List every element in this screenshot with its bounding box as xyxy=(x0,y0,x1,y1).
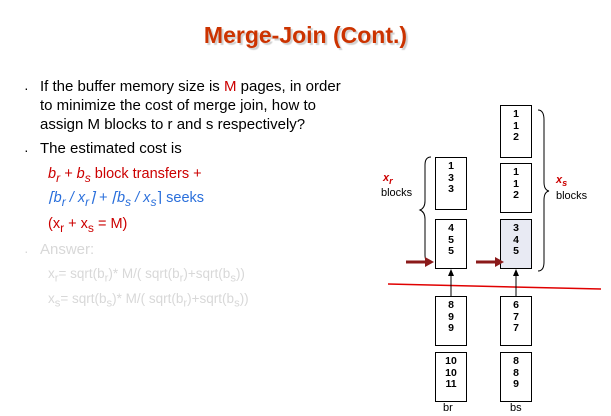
s-block-value: 2 xyxy=(513,131,519,143)
bullet-1-text-cont: pages, in order xyxy=(236,78,341,95)
s-block-value: 1 xyxy=(513,177,519,190)
s-block-value: 7 xyxy=(513,322,519,334)
r-block-value: 9 xyxy=(448,310,454,323)
xs-blocks-label: blocks xyxy=(556,190,588,202)
bullet-1-text: If the buffer memory size is xyxy=(40,78,224,95)
s-block-value: 8 xyxy=(513,366,519,379)
s-block-value: 1 xyxy=(513,166,519,178)
r-block-value: 3 xyxy=(448,171,454,184)
s-block-value: 7 xyxy=(513,310,519,323)
cost-seeks: ⌈br / xr⌉ + ⌈bs / xs⌉ seeks xyxy=(48,190,205,209)
bullet-1: If the buffer memory size is M pages, in… xyxy=(40,77,380,134)
answer-line-1: xr= sqrt(br)* M/( sqrt(br)+sqrt(bs)) xyxy=(48,266,245,285)
r-block-value: 5 xyxy=(448,245,454,257)
bullet-1-line2: to minimize the cost of merge join, how … xyxy=(40,97,316,114)
xr-label: xr xyxy=(383,172,393,187)
r-block-value: 4 xyxy=(448,222,454,234)
bullet-marker: · xyxy=(24,80,29,96)
s-block-value: 1 xyxy=(513,108,519,120)
r-block-value: 10 xyxy=(445,366,457,379)
bs-label: bs xyxy=(510,402,522,414)
answer-line-2: xs= sqrt(bs)* M/( sqrt(br)+sqrt(bs)) xyxy=(48,291,249,310)
xs-label: xs xyxy=(556,174,568,189)
r-block-value: 5 xyxy=(448,233,454,246)
s-block-value: 2 xyxy=(513,189,519,201)
r-block-value: 11 xyxy=(445,378,457,390)
r-block-value: 8 xyxy=(448,299,454,311)
bullet-1-line3: assign M blocks to r and s respectively? xyxy=(40,116,306,133)
r-block-value: 1 xyxy=(448,160,454,172)
s-block-value: 3 xyxy=(513,222,519,234)
bullet-marker: · xyxy=(24,142,29,158)
bullet-marker: · xyxy=(24,243,29,259)
cost-transfers: br + bs block transfers + xyxy=(48,166,202,185)
m-highlight: M xyxy=(223,78,237,95)
bullet-2: The estimated cost is xyxy=(40,140,182,157)
r-block-value: 3 xyxy=(448,183,454,195)
slide-title: Merge-Join (Cont.) xyxy=(203,22,408,48)
cost-constraint: (xr + xs = M) xyxy=(48,216,128,235)
s-block-value: 8 xyxy=(513,355,519,367)
s-block-value: 9 xyxy=(513,378,519,390)
r-block-value: 10 xyxy=(445,355,457,367)
br-label: br xyxy=(443,402,453,414)
r-block-value: 9 xyxy=(448,322,454,334)
s-block-value: 6 xyxy=(513,299,519,311)
xr-blocks-label: blocks xyxy=(381,187,413,199)
answer-label: Answer: xyxy=(40,241,95,258)
s-block-value: 1 xyxy=(513,119,519,132)
s-block-value: 5 xyxy=(513,245,519,257)
s-block-value: 4 xyxy=(513,233,519,246)
